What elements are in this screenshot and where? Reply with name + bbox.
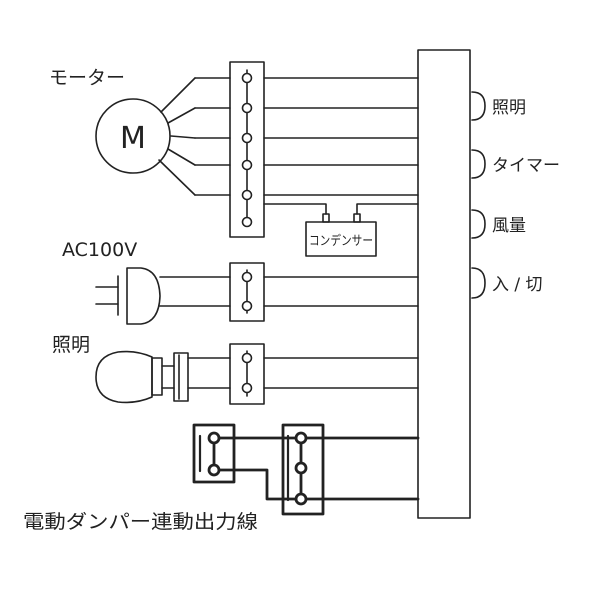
motor-wires <box>263 77 419 196</box>
motor-symbol-letter: M <box>120 121 146 156</box>
controller-box <box>417 49 471 519</box>
terminal-block-power <box>229 262 419 322</box>
motor-circle <box>95 98 171 174</box>
capacitor-label: コンデンサー <box>309 233 373 249</box>
lamp-bulb <box>95 350 231 404</box>
motor-symbol <box>95 77 231 196</box>
control-label-power: 入 / 切 <box>492 275 543 295</box>
motor-label: モーター <box>49 67 125 89</box>
control-label-timer: タイマー <box>492 156 560 176</box>
terminal-block-lamp <box>229 343 419 405</box>
control-label-fan-speed: 風量 <box>492 216 526 236</box>
ac-plug <box>95 267 231 325</box>
capacitor <box>263 203 419 257</box>
damper-output <box>192 423 420 516</box>
terminal-block-motor <box>229 61 265 238</box>
damper-output-label: 電動ダンパー連動出力線 <box>23 511 258 533</box>
motor-leads <box>158 77 231 196</box>
lamp-label: 照明 <box>52 334 90 356</box>
damper-terminal-block-right <box>281 423 325 516</box>
control-knobs <box>471 91 486 299</box>
damper-terminal-block-left <box>192 423 236 484</box>
control-label-lighting: 照明 <box>492 98 526 118</box>
power-label: AC100V <box>62 239 137 261</box>
